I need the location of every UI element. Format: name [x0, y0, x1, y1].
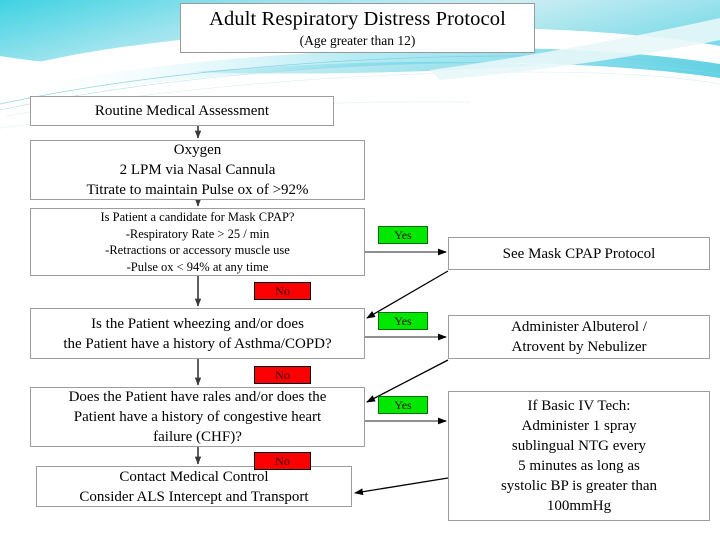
node-line: 5 minutes as long as [518, 458, 640, 474]
node-line: Administer 1 spray [521, 418, 637, 434]
branch-label-yes-wheezing: Yes [378, 312, 428, 330]
node-line: Is Patient a candidate for Mask CPAP? [100, 210, 295, 224]
node-line: Administer Albuterol / [511, 319, 647, 335]
node-line: Contact Medical Control [119, 468, 269, 485]
node-contact-medical-control[interactable]: Contact Medical Control Consider ALS Int… [36, 466, 352, 507]
node-line: Routine Medical Assessment [94, 103, 270, 119]
node-line: See Mask CPAP Protocol [502, 245, 656, 262]
node-line: Oxygen [173, 142, 222, 158]
node-line: Titrate to maintain Pulse ox of >92% [86, 182, 309, 198]
node-line: -Retractions or accessory muscle use [105, 243, 290, 257]
node-routine-medical-assessment[interactable]: Routine Medical Assessment [30, 96, 334, 126]
node-see-mask-cpap-protocol[interactable]: See Mask CPAP Protocol [448, 237, 710, 270]
node-line: If Basic IV Tech: [527, 398, 631, 414]
node-line: Patient have a history of congestive hea… [73, 409, 322, 425]
node-line: failure (CHF)? [153, 429, 242, 445]
page-title: Adult Respiratory Distress Protocol [209, 8, 506, 30]
node-line: systolic BP is greater than [500, 478, 658, 494]
slide-title-box: Adult Respiratory Distress Protocol (Age… [180, 3, 535, 53]
node-line: Does the Patient have rales and/or does … [68, 389, 327, 405]
node-line: 100mmHg [546, 498, 612, 514]
node-line: -Pulse ox < 94% at any time [126, 259, 269, 274]
node-sublingual-ntg-instructions[interactable]: If Basic IV Tech: Administer 1 spray sub… [448, 391, 710, 521]
node-line: -Respiratory Rate > 25 / min [125, 226, 270, 241]
branch-label-yes-cpap: Yes [378, 226, 428, 244]
node-rales-chf-question[interactable]: Does the Patient have rales and/or does … [30, 387, 365, 447]
node-line: the Patient have a history of Asthma/COP… [63, 335, 332, 352]
node-line: Atrovent by Nebulizer [511, 339, 647, 355]
branch-label-no-cpap: No [254, 282, 311, 300]
node-line: sublingual NTG every [511, 438, 647, 454]
branch-label-no-rales: No [254, 452, 311, 470]
page-subtitle: (Age greater than 12) [299, 33, 416, 48]
node-administer-albuterol-atrovent[interactable]: Administer Albuterol / Atrovent by Nebul… [448, 315, 710, 359]
node-oxygen[interactable]: Oxygen 2 LPM via Nasal Cannula Titrate t… [30, 140, 365, 200]
node-line: 2 LPM via Nasal Cannula [119, 162, 276, 178]
branch-label-yes-rales: Yes [378, 396, 428, 414]
node-line: Is the Patient wheezing and/or does [91, 315, 304, 332]
node-wheezing-asthma-copd-question[interactable]: Is the Patient wheezing and/or does the … [30, 308, 365, 359]
node-cpap-candidate-question[interactable]: Is Patient a candidate for Mask CPAP? -R… [30, 208, 365, 276]
branch-label-no-wheezing: No [254, 366, 311, 384]
node-line: Consider ALS Intercept and Transport [79, 488, 309, 505]
